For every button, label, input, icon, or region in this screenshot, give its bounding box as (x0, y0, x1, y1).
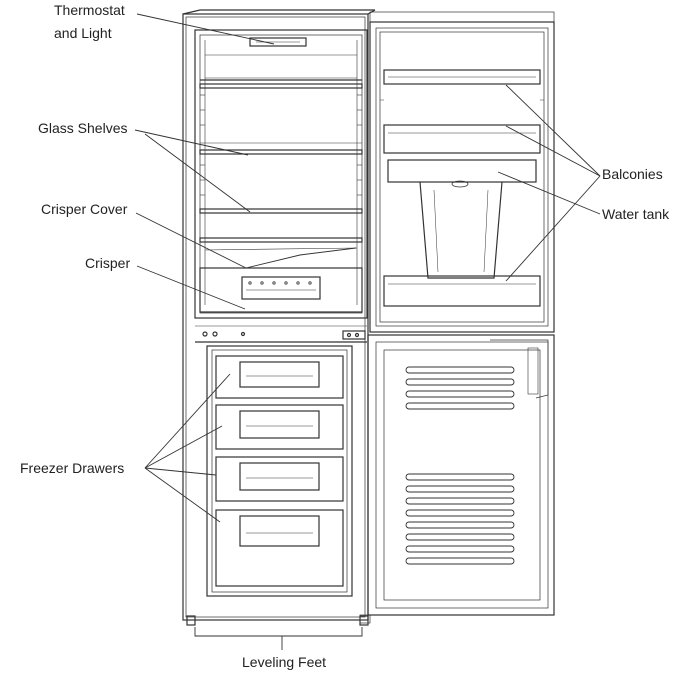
leader-crisper-cover-right (245, 247, 357, 269)
water-tank (387, 159, 537, 279)
freezer-door-vents-lower (405, 473, 515, 565)
leader-freezer-drawer-1 (144, 373, 231, 469)
leader-water-tank (497, 171, 601, 215)
label-thermostat-line2: and Light (54, 25, 112, 41)
label-leveling-feet: Leveling Feet (242, 654, 327, 670)
label-crisper: Crisper (85, 255, 131, 271)
glass-shelf-1 (199, 83, 363, 89)
label-water-tank: Water tank (602, 206, 670, 222)
leader-freezer-drawer-2 (144, 425, 223, 469)
crisper-cover (199, 237, 363, 251)
leader-freezer-drawer-4 (144, 467, 221, 523)
label-thermostat-line1: Thermostat (54, 2, 125, 18)
freezer-door (359, 334, 555, 624)
freezer-door-vents-upper (405, 366, 515, 410)
door-balcony-1 (383, 69, 541, 85)
glass-shelf-3 (199, 208, 363, 214)
glass-shelf-2 (199, 149, 363, 155)
door-balcony-3 (383, 275, 541, 307)
label-crisper-cover: Crisper Cover (41, 201, 128, 217)
leader-thermostat (136, 13, 275, 45)
label-freezer-drawers: Freezer Drawers (20, 460, 125, 476)
cabinet-body (182, 9, 376, 626)
fridge-compartment (194, 29, 368, 319)
crisper-drawer (199, 267, 363, 313)
leader-crisper-cover-left (135, 212, 247, 269)
leveling-foot-left (186, 615, 196, 626)
leader-balcony-2 (505, 125, 601, 177)
freezer-drawer-4 (215, 509, 344, 587)
divider-panel (195, 325, 367, 343)
freezer-compartment (206, 345, 353, 597)
thermostat-light-unit (249, 37, 307, 47)
leader-glass-shelf-lower (144, 133, 251, 213)
door-control-panel (342, 330, 366, 340)
leader-balcony-3 (505, 175, 601, 282)
door-balcony-2 (383, 124, 541, 154)
leader-freezer-drawer-3 (144, 467, 217, 476)
freezer-drawer-3 (215, 456, 344, 502)
leader-crisper (136, 265, 246, 310)
fridge-door (369, 11, 555, 333)
label-balconies: Balconies (602, 166, 663, 182)
freezer-drawer-1 (215, 355, 344, 399)
leader-glass-shelf-upper (134, 129, 249, 156)
leader-lines (134, 13, 601, 650)
leader-balcony-1 (505, 84, 601, 177)
leader-feet-bracket (194, 627, 363, 637)
label-glass-shelves: Glass Shelves (38, 120, 128, 136)
freezer-drawer-2 (215, 404, 344, 450)
